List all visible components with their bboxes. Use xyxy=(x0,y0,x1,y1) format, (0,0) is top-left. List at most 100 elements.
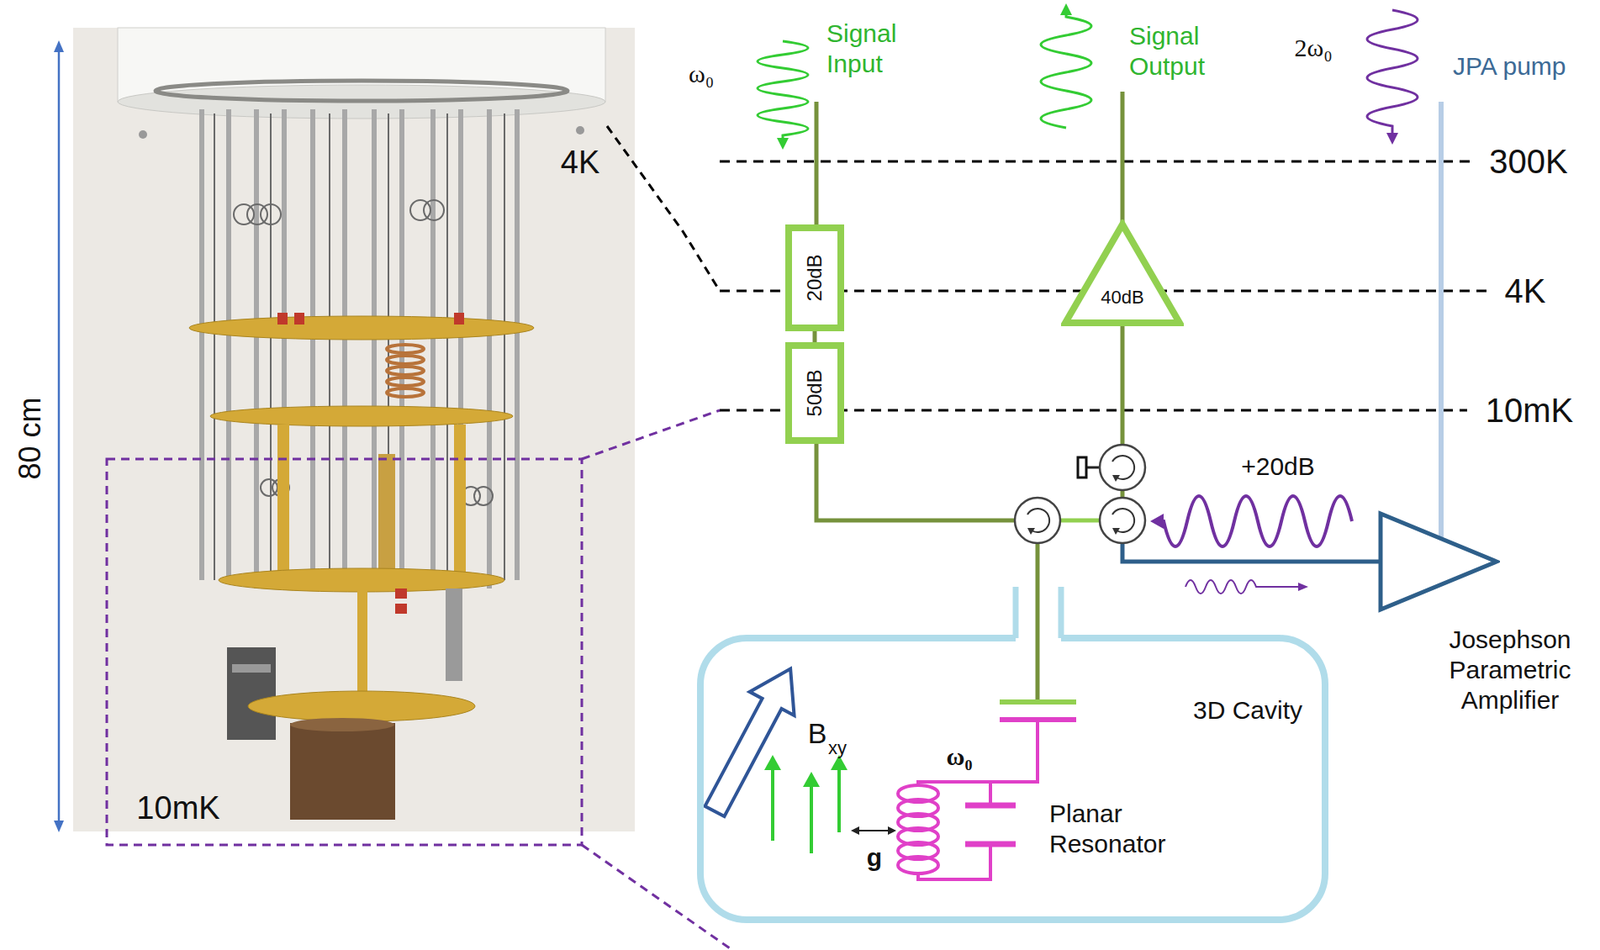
circulator-symbol xyxy=(1099,497,1146,544)
wiring xyxy=(1438,101,1444,540)
signal-waves xyxy=(1150,513,1164,529)
cryostat-photo xyxy=(386,355,424,365)
cryostat-photo xyxy=(395,588,407,599)
cryostat-photo xyxy=(514,109,520,581)
amplifier-outline xyxy=(1377,510,1500,613)
cryostat-photo xyxy=(310,109,316,589)
height-arrow xyxy=(53,40,64,833)
cryostat-photo xyxy=(386,377,424,386)
circulator-symbol xyxy=(1027,528,1035,535)
resonator-circuit xyxy=(918,719,1038,786)
circulator-symbol xyxy=(1112,475,1120,482)
amplifier-outline xyxy=(1380,513,1497,610)
circulator-symbol xyxy=(1112,528,1120,535)
coupling-arrow xyxy=(850,826,860,835)
height-arrow xyxy=(53,820,64,833)
temperature-label: 10mK xyxy=(1485,390,1574,431)
coupling-arrow xyxy=(850,826,897,835)
zoom-lines xyxy=(106,459,582,845)
wiring xyxy=(1058,586,1065,639)
signal-waves xyxy=(1060,3,1072,16)
cryostat-photo xyxy=(454,312,465,325)
wiring xyxy=(1060,518,1100,523)
cryostat-photo xyxy=(430,109,436,589)
circulator-symbol xyxy=(1014,497,1061,544)
node-text: Josephson Parametric Amplifier xyxy=(1448,624,1571,716)
cryostat-photo xyxy=(199,109,205,581)
field-arrow xyxy=(692,656,814,824)
temperature-label: 4K xyxy=(560,143,600,183)
signal-waves xyxy=(776,137,789,150)
cryostat-photo xyxy=(395,603,407,614)
connector xyxy=(813,331,818,343)
signal-waves xyxy=(1386,132,1399,145)
resonator-circuit xyxy=(999,699,1077,705)
signal-waves xyxy=(1040,13,1092,128)
cryostat-photo xyxy=(423,200,444,221)
amplifier-outline xyxy=(1065,224,1180,323)
cryostat-photo xyxy=(371,109,377,589)
component-label: Planar Resonator xyxy=(1049,798,1166,860)
pump-label: JPA pump xyxy=(1452,51,1567,82)
cryostat-photo xyxy=(386,344,424,397)
resonator-circuit xyxy=(918,844,991,880)
cryostat-photo xyxy=(248,691,476,722)
cryostat-photo xyxy=(454,424,466,581)
cryostat-photo xyxy=(277,312,465,614)
cryostat-photo xyxy=(213,113,216,581)
wiring xyxy=(1086,466,1100,470)
field-subscript: xy xyxy=(828,737,847,760)
zoom-lines xyxy=(607,126,720,291)
cryostat-photo xyxy=(357,588,368,707)
attenuator-box: 50dB xyxy=(785,342,845,444)
frequency-label: ω₀ xyxy=(688,58,714,90)
signal-label: Signal Input xyxy=(826,18,897,80)
circulator-symbol xyxy=(1099,444,1146,491)
wiring xyxy=(1122,543,1379,562)
cryostat-photo xyxy=(189,316,534,340)
resonator-circuit xyxy=(965,802,1016,809)
resonator-circuit xyxy=(965,841,1016,848)
height-arrow xyxy=(53,40,64,53)
cryostat-photo xyxy=(214,113,505,581)
cryostat-photo xyxy=(253,109,259,589)
spin-arrows xyxy=(837,766,841,833)
gain-label: +20dB xyxy=(1240,451,1315,482)
cavity-outline xyxy=(700,638,1326,920)
temperature-stage-lines xyxy=(719,160,1470,164)
cryostat-photo xyxy=(277,312,288,325)
cryostat-photo xyxy=(328,113,331,581)
cryostat-photo xyxy=(210,406,513,427)
wiring xyxy=(1077,457,1087,478)
node-text: 3D Cavity xyxy=(1193,695,1303,726)
cryostat-photo xyxy=(290,723,396,820)
cryostat-photo xyxy=(232,664,271,673)
signal-waves xyxy=(1160,496,1352,547)
node-text: 20dB xyxy=(802,253,828,301)
cryostat-photo xyxy=(260,204,281,225)
amplifier-outline xyxy=(1061,219,1184,327)
cryostat-photo xyxy=(155,80,568,101)
cryostat-photo xyxy=(386,366,424,375)
cryostat-photo xyxy=(575,126,585,135)
wiring xyxy=(1120,490,1125,498)
coupling-arrow xyxy=(857,829,890,832)
node-text: 40dB xyxy=(1061,286,1184,309)
field-arrow xyxy=(692,656,814,824)
spin-arrows xyxy=(764,755,848,854)
resonator-circuit xyxy=(897,856,939,874)
cryostat-photo xyxy=(73,27,635,832)
cryostat-photo xyxy=(446,113,449,581)
height-arrow xyxy=(58,48,61,824)
frequency-label: 2ω₀ xyxy=(1293,32,1332,64)
cryostat-photo xyxy=(73,27,635,832)
resonator-circuit xyxy=(988,781,993,806)
wiring xyxy=(816,91,1442,703)
cryostat-photo xyxy=(503,113,506,581)
wiring xyxy=(1013,586,1020,639)
circulator-symbol xyxy=(1014,497,1061,544)
temperature-label: 300K xyxy=(1489,141,1568,182)
